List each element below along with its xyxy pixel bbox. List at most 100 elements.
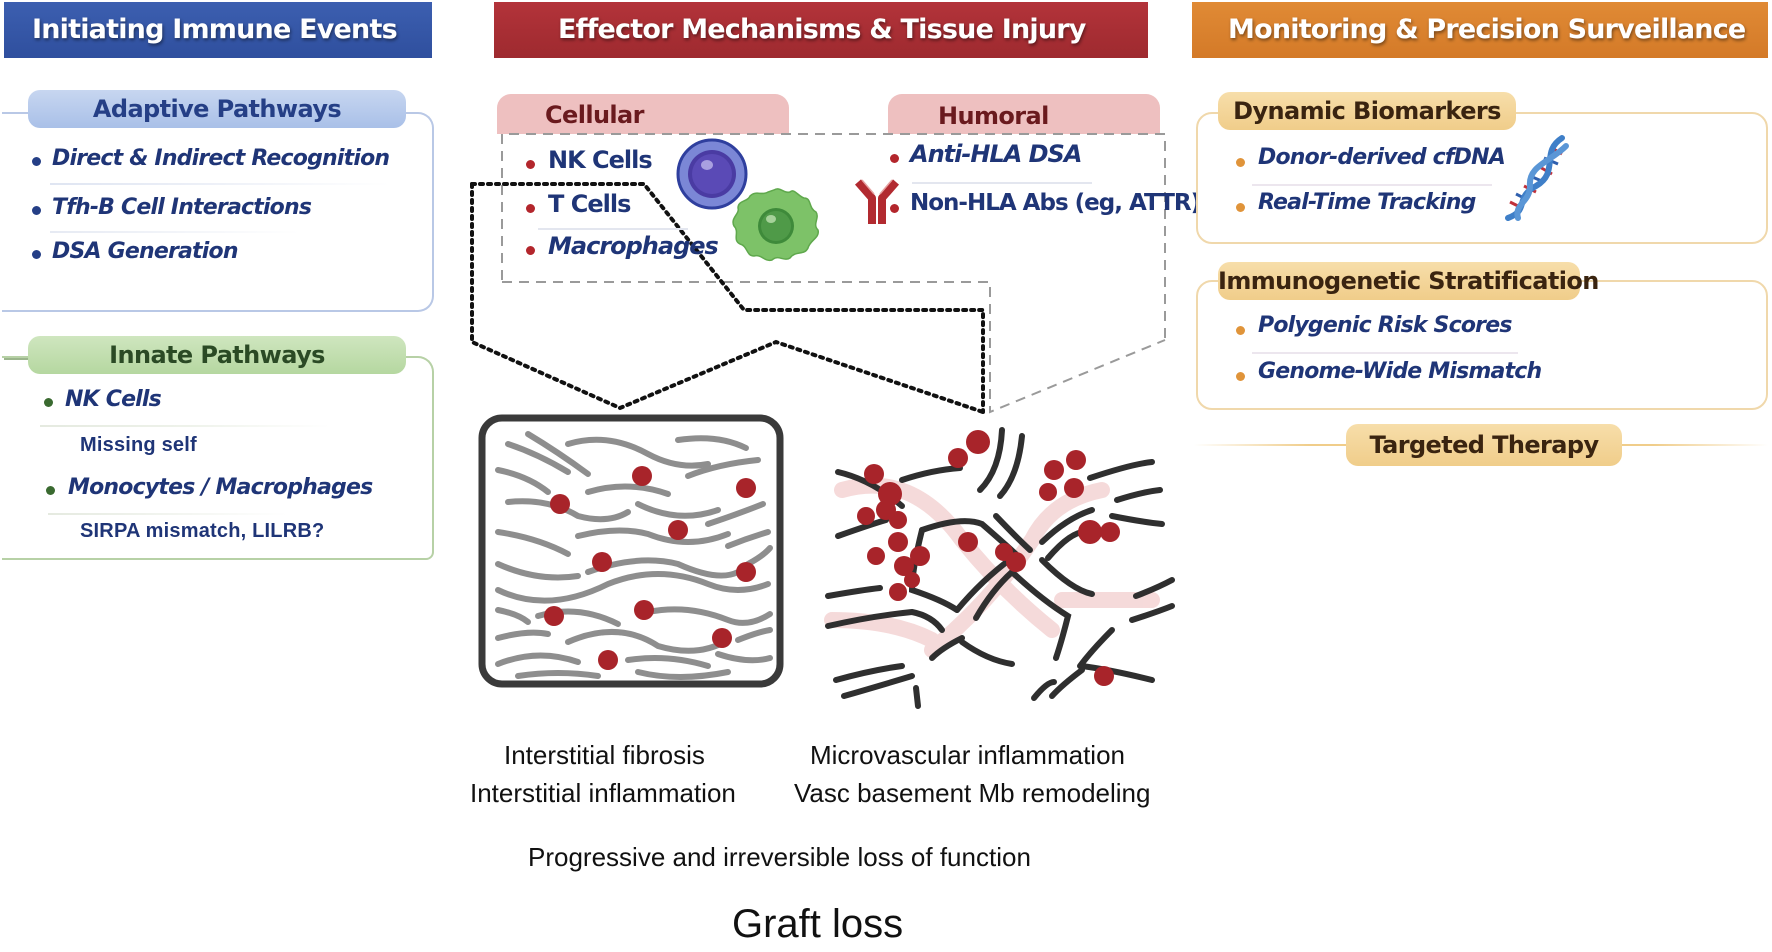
mechanisms-dashed-border [501, 133, 1166, 340]
inflammatory-cell [592, 552, 612, 572]
endothelial-inflammatory-cell [867, 547, 885, 565]
endothelial-inflammatory-cell [878, 482, 902, 506]
collagen-fiber [495, 529, 571, 557]
collagen-fiber [525, 431, 591, 477]
separator [50, 183, 390, 185]
endothelial-inflammatory-cell [1064, 478, 1084, 498]
inflammatory-cell [598, 650, 618, 670]
lesion-label: Vasc basement Mb remodeling [794, 778, 1151, 808]
endothelial-inflammatory-cell [864, 464, 884, 484]
humoral-item: Non-HLA Abs (eg, ATTR) [910, 190, 1201, 216]
collagen-fiber [635, 501, 721, 519]
adaptive-item: DSA Generation [52, 239, 238, 264]
separator [912, 182, 1092, 184]
dna-helix-icon [1505, 135, 1569, 221]
innate-pathways-title: Innate Pathways [28, 336, 406, 374]
collagen-fiber [505, 498, 631, 523]
stratification-item: Genome-Wide Mismatch [1258, 359, 1542, 384]
separator [48, 513, 288, 515]
lesion-label: Microvascular inflammation [810, 740, 1125, 770]
adaptive-item: Direct & Indirect Recognition [52, 146, 390, 171]
stratification-item: Polygenic Risk Scores [1258, 313, 1512, 338]
bullet-icon [1236, 372, 1245, 381]
bullet-icon [46, 486, 55, 495]
bullet-icon [44, 398, 53, 407]
dynamic-biomarkers-panel [1196, 112, 1768, 244]
macrophage-cell-icon [732, 188, 819, 262]
lesion-label: Interstitial fibrosis [504, 740, 705, 770]
adaptive-pathways-title: Adaptive Pathways [28, 90, 406, 128]
collagen-fiber [585, 557, 741, 579]
bullet-icon [1236, 203, 1245, 212]
separator [538, 228, 688, 230]
adaptive-connector [4, 112, 34, 114]
endothelial-inflammatory-cell [1044, 460, 1064, 480]
bullet-icon [890, 154, 899, 163]
interstitial-dotted-connector [470, 182, 985, 414]
collagen-fiber [565, 436, 711, 469]
separator [1252, 352, 1518, 354]
collagen-fiber [495, 467, 551, 495]
dynamic-biomarkers-title: Dynamic Biomarkers [1218, 92, 1516, 130]
innate-detail: SIRPA mismatch, LILRB? [80, 520, 325, 542]
separator [50, 231, 300, 233]
lesion-label: Interstitial inflammation [470, 778, 736, 808]
inflammatory-cell [632, 466, 652, 486]
innate-item: Monocytes / Macrophages [68, 475, 373, 500]
collagen-fiber [705, 501, 766, 527]
collagen-fiber [575, 527, 731, 545]
endothelial-inflammatory-cell [910, 546, 930, 566]
graft-loss-label: Graft loss [732, 902, 904, 946]
separator [40, 425, 330, 427]
microvascular-dashed-connector [502, 281, 1166, 414]
interstitial-fibrosis-illustration [478, 414, 784, 688]
bullet-icon [32, 206, 41, 215]
endothelial-inflammatory-cell [904, 572, 920, 588]
adaptive-item: Tfh-B Cell Interactions [52, 195, 312, 220]
collagen-fiber [715, 651, 773, 664]
humoral-item: Anti-HLA DSA [910, 140, 1082, 168]
bullet-icon [526, 160, 535, 169]
collagen-fiber [645, 606, 773, 626]
bullet-icon [526, 204, 535, 213]
cellular-item: T Cells [548, 190, 631, 218]
endothelial-inflammatory-cell [1066, 450, 1086, 470]
antibody-icon [854, 179, 900, 224]
endothelial-inflammatory-cell [948, 448, 968, 468]
cellular-title: Cellular [497, 94, 789, 134]
innate-connector [4, 358, 32, 360]
collagen-fiber [495, 561, 581, 581]
endothelial-inflammatory-cell [888, 532, 908, 552]
endothelial-inflammatory-cell [876, 500, 896, 520]
bullet-icon [1236, 326, 1245, 335]
progression-label: Progressive and irreversible loss of fun… [528, 842, 1031, 872]
cellular-item: Macrophages [548, 232, 719, 260]
bullet-icon [526, 246, 535, 255]
collagen-fiber [675, 435, 749, 451]
endothelial-inflammatory-cell [1100, 522, 1120, 542]
innate-item: NK Cells [65, 387, 162, 412]
endothelial-inflammatory-cell [889, 583, 907, 601]
inflammatory-cell [634, 600, 654, 620]
monitoring-surveillance-header: Monitoring & Precision Surveillance [1192, 2, 1768, 58]
inflammatory-cell [544, 606, 564, 626]
cellular-item: NK Cells [548, 146, 653, 174]
separator [1252, 184, 1492, 186]
biomarker-item: Donor-derived cfDNA [1258, 145, 1506, 170]
cellular-dotted-connector [470, 182, 985, 414]
adaptive-pathways-panel [2, 112, 434, 312]
bullet-icon [890, 204, 899, 213]
inflammatory-cell [736, 478, 756, 498]
initiating-immune-events-header: Initiating Immune Events [4, 2, 432, 58]
innate-detail: Missing self [80, 434, 197, 456]
collagen-fiber [495, 571, 771, 604]
endothelial-inflammatory-cell [857, 507, 875, 525]
inflammatory-cell [736, 562, 756, 582]
collagen-fiber [495, 652, 581, 667]
collagen-fiber [685, 457, 761, 479]
endothelial-inflammatory-cell [1039, 483, 1057, 501]
collagen-fiber [735, 627, 773, 643]
biomarker-item: Real-Time Tracking [1258, 190, 1476, 215]
endothelial-inflammatory-cell [1078, 520, 1102, 544]
